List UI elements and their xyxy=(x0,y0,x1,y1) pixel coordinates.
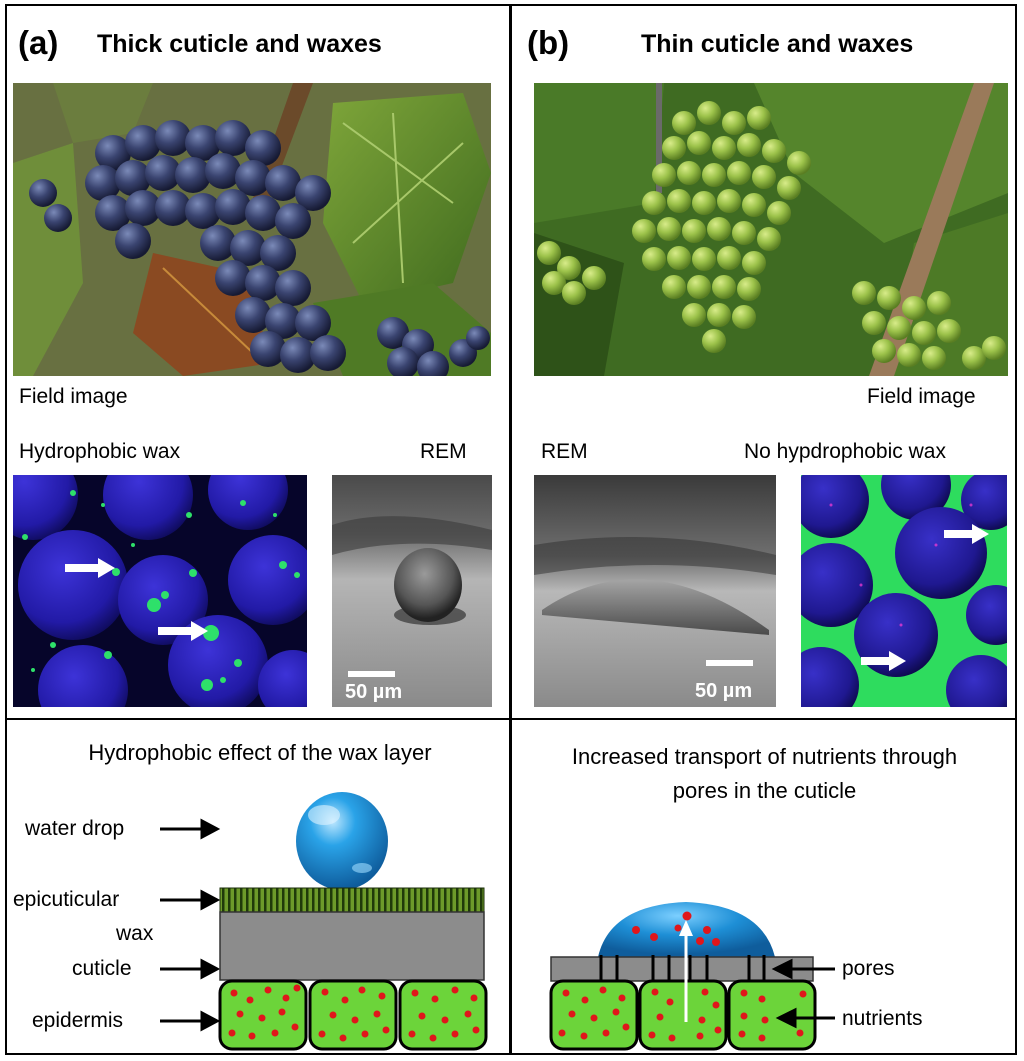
nutrient-transport-arrow xyxy=(679,920,693,1022)
left-epicuticular-wax-layer xyxy=(219,887,485,913)
diagram-right-title: Increased transport of nutrients through… xyxy=(512,740,1017,808)
panel-b-scale-label: 50 µm xyxy=(695,680,753,702)
panel-a-scale-label: 50 µm xyxy=(345,681,403,703)
right-label-arrows xyxy=(771,958,835,1029)
diagram-right-title-line1: Increased transport of nutrients through xyxy=(571,744,958,769)
panel-divider-vertical xyxy=(509,4,512,1055)
label-epicuticular: epicuticular xyxy=(13,888,120,911)
left-label-arrows xyxy=(160,818,221,1032)
field-image-dark-grapes xyxy=(13,83,491,376)
panel-b-rem-caption: REM xyxy=(541,440,588,463)
panel-b-wax-caption: No hypdrophobic wax xyxy=(744,440,946,463)
panel-b-title: Thin cuticle and waxes xyxy=(641,30,914,58)
left-cuticle-layer xyxy=(219,911,485,981)
panel-a-wax-caption: Hydrophobic wax xyxy=(19,440,181,463)
left-nutrient-dots xyxy=(228,984,480,1042)
panel-a-title: Thick cuticle and waxes xyxy=(97,30,382,58)
fluorescence-image-hydrophobic-wax xyxy=(13,475,307,707)
right-nutrient-dots xyxy=(558,986,807,1042)
panel-b-label: (b) xyxy=(527,24,570,61)
panel-a-field-caption: Field image xyxy=(19,385,128,408)
left-epidermis-cells xyxy=(218,979,488,1051)
field-image-green-grapes xyxy=(534,83,1008,376)
diagram-left-title: Hydrophobic effect of the wax layer xyxy=(88,740,432,765)
label-wax: wax xyxy=(116,922,154,945)
label-nutrients: nutrients xyxy=(842,1007,923,1030)
panel-b-field-caption: Field image xyxy=(867,385,976,408)
fluorescence-image-no-wax xyxy=(801,475,1007,707)
label-cuticle: cuticle xyxy=(72,957,132,980)
rem-image-spherical-droplet xyxy=(332,475,492,707)
panel-a-label: (a) xyxy=(18,24,59,61)
label-pores: pores xyxy=(842,957,895,980)
droplet-nutrient-dots xyxy=(632,911,720,946)
right-pores xyxy=(599,955,766,981)
diagram-right-title-line2: pores in the cuticle xyxy=(672,778,857,803)
rem-image-flat-droplet xyxy=(534,475,776,707)
left-water-drop xyxy=(296,792,388,890)
right-epidermis-cells xyxy=(549,979,817,1051)
panel-divider-horizontal xyxy=(5,718,1017,720)
label-epidermis: epidermis xyxy=(32,1009,124,1032)
label-water-drop: water drop xyxy=(25,817,125,840)
panel-b-scale-bar xyxy=(706,660,753,666)
panel-a-rem-caption: REM xyxy=(420,440,467,463)
panel-a-scale-bar xyxy=(348,671,395,677)
